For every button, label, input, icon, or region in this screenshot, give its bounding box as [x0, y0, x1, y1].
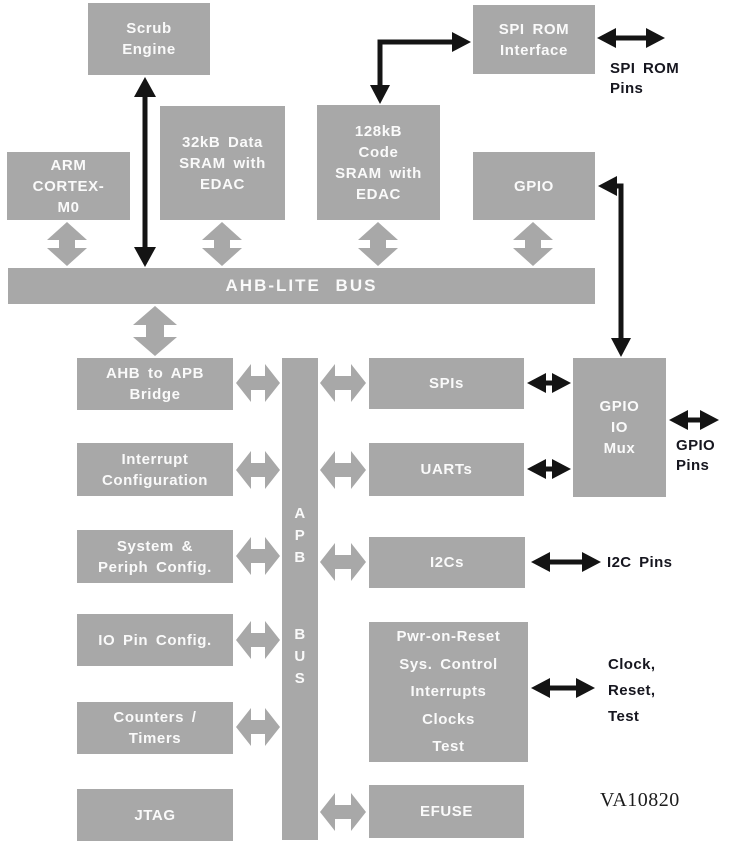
- block-uarts: UARTs: [369, 443, 524, 496]
- gpio-to-mux-line: [615, 183, 624, 340]
- arm-to-ahb-arrow: [47, 222, 87, 266]
- block-io-pin-config: IO Pin Config.: [77, 614, 233, 666]
- block-power-system-control: Pwr-on-Reset Sys. Control Interrupts Clo…: [369, 622, 528, 762]
- block-code-sram: 128kB Code SRAM with EDAC: [317, 105, 440, 220]
- apb-to-spis-arrow: [320, 364, 366, 402]
- block-ahb-apb-bridge: AHB to APB Bridge: [77, 358, 233, 410]
- block-data-sram: 32kB Data SRAM with EDAC: [160, 106, 285, 220]
- system-periph-to-apb-arrow: [236, 537, 280, 575]
- spis-arrowhead-right: [552, 373, 571, 393]
- block-interrupt-config: Interrupt Configuration: [77, 443, 233, 496]
- spi-rom-pins-label: SPI ROM Pins: [610, 60, 680, 97]
- spi-rom-pins-arrowhead-right: [646, 28, 665, 48]
- data-sram-to-ahb-arrow: [202, 222, 242, 266]
- gpio-pins-arrowhead-right: [700, 410, 719, 430]
- block-gpio-io-mux: GPIO IO Mux: [573, 358, 666, 497]
- gpio-arrowhead-left: [598, 176, 617, 196]
- ahb-to-bridge-arrow: [133, 306, 177, 356]
- block-i2cs: I2Cs: [369, 537, 525, 588]
- spi-rom-arrowhead-right: [452, 32, 471, 52]
- block-spis: SPIs: [369, 358, 524, 409]
- code-sram-to-ahb-arrow: [358, 222, 398, 266]
- gpio-pins-arrowhead-left: [669, 410, 688, 430]
- apb-bus-label-bottom: B U S: [294, 626, 306, 687]
- i2c-pins-arrowhead-right: [582, 552, 601, 572]
- spi-rom-pins-arrowhead-left: [597, 28, 616, 48]
- code-sram-to-spi-rom-line: [377, 39, 452, 90]
- block-system-periph-config: System & Periph Config.: [77, 530, 233, 583]
- block-scrub-engine: Scrub Engine: [88, 3, 210, 75]
- i2c-pins-label: I2C Pins: [607, 554, 673, 571]
- spis-arrowhead-left: [527, 373, 546, 393]
- apb-bus-label-top: A P B: [294, 505, 306, 566]
- uarts-arrowhead-right: [552, 459, 571, 479]
- i2c-pins-arrowhead-left: [531, 552, 550, 572]
- gpio-to-ahb-arrow: [513, 222, 553, 266]
- code-sram-arrowhead-down: [370, 85, 390, 104]
- gpio-pins-label: GPIO Pins: [676, 437, 716, 474]
- apb-to-uarts-arrow: [320, 451, 366, 489]
- scrub-arrowhead-up: [134, 77, 156, 97]
- interrupt-config-to-apb-arrow: [236, 451, 280, 489]
- io-pin-config-to-apb-arrow: [236, 621, 280, 659]
- block-jtag: JTAG: [77, 789, 233, 841]
- uarts-arrowhead-left: [527, 459, 546, 479]
- apb-bus-bar: [282, 358, 318, 840]
- bridge-to-apb-arrow: [236, 364, 280, 402]
- block-spi-rom-interface: SPI ROM Interface: [473, 5, 595, 74]
- scrub-arrowhead-down: [134, 247, 156, 267]
- block-efuse: EFUSE: [369, 785, 524, 838]
- block-arm-cortex-m0: ARM CORTEX- M0: [7, 152, 130, 220]
- clock-reset-test-label: Clock, Reset, Test: [608, 656, 656, 725]
- clock-reset-arrowhead-left: [531, 678, 550, 698]
- apb-to-i2cs-arrow: [320, 543, 366, 581]
- counters-timers-to-apb-arrow: [236, 708, 280, 746]
- part-number-label: VA10820: [600, 789, 680, 811]
- ahb-lite-bus-bar: AHB-LITE BUS: [8, 268, 595, 304]
- block-counters-timers: Counters / Timers: [77, 702, 233, 754]
- clock-reset-arrowhead-right: [576, 678, 595, 698]
- apb-to-efuse-arrow: [320, 793, 366, 831]
- mux-arrowhead-down: [611, 338, 631, 357]
- block-gpio: GPIO: [473, 152, 595, 220]
